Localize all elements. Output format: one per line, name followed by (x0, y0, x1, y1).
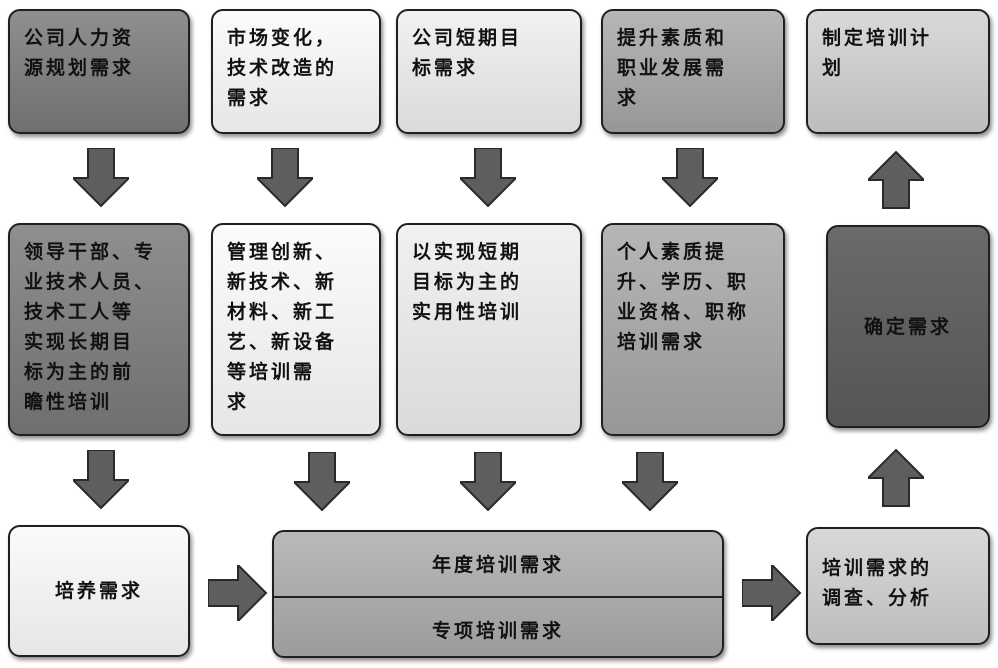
wide-box-divider (274, 596, 722, 598)
box-personal-quality-training: 个人素质提 升、学历、职 业资格、职称 培训需求 (601, 223, 785, 436)
box-long-term-forward-training: 领导干部、专 业技术人员、 技术工人等 实现长期目 标为主的前 瞻性培训 (8, 223, 190, 436)
box-needs-survey-analysis: 培训需求的 调查、分析 (806, 527, 990, 645)
arrow-down-icon (622, 452, 678, 512)
box-hr-planning-needs: 公司人力资 源规划需求 (8, 9, 190, 134)
arrow-right-icon (208, 565, 268, 621)
arrow-down-icon (257, 148, 313, 208)
box-short-term-goal-needs: 公司短期目 标需求 (396, 9, 582, 134)
arrow-up-icon (868, 150, 924, 210)
box-determine-needs: 确定需求 (826, 225, 990, 428)
arrow-down-icon (73, 450, 129, 510)
special-training-needs: 专项培训需求 (431, 619, 564, 642)
arrow-down-icon (460, 452, 516, 512)
arrow-down-icon (73, 148, 129, 208)
arrow-down-icon (294, 452, 350, 512)
box-market-tech-needs: 市场变化， 技术改造的 需求 (211, 9, 381, 134)
arrow-down-icon (460, 148, 516, 208)
box-innovation-training-needs: 管理创新、 新技术、新 材料、新工 艺、新设备 等培训需 求 (211, 223, 381, 436)
box-short-term-practical-training: 以实现短期 目标为主的 实用性培训 (396, 223, 582, 436)
box-make-training-plan: 制定培训计 划 (806, 9, 990, 134)
box-quality-career-needs: 提升素质和 职业发展需 求 (601, 9, 785, 134)
box-cultivation-needs: 培养需求 (8, 525, 190, 657)
arrow-down-icon (662, 148, 718, 208)
box-annual-special-needs: 年度培训需求 专项培训需求 (272, 530, 724, 658)
annual-training-needs: 年度培训需求 (431, 553, 564, 576)
arrow-right-icon (742, 565, 802, 621)
arrow-up-icon (868, 448, 924, 508)
